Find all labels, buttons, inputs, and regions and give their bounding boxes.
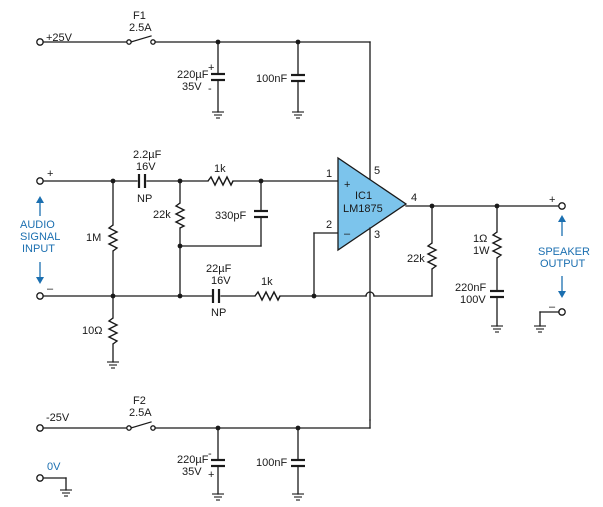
input-minus-sign: – [47, 283, 54, 295]
capacitor-220uf-bottom [211, 427, 225, 501]
speaker-plus-sign: + [549, 194, 555, 206]
zobel-c-voltage: 100V [460, 294, 486, 306]
fb-res-value: 1k [261, 276, 273, 288]
input-minus-terminal [36, 292, 44, 300]
rground-value: 10Ω [82, 325, 102, 337]
fuse-f2-name: F2 [133, 395, 146, 407]
speaker-output-label-1: SPEAKER [538, 246, 590, 258]
fuse-f2 [126, 421, 156, 431]
speaker-output-arrows [558, 215, 566, 298]
audio-input-arrows [36, 196, 44, 284]
zobel-r-value: 1Ω [473, 233, 487, 245]
zobel-r-power: 1W [473, 245, 490, 257]
input-plus-sign: + [47, 168, 53, 180]
capacitor-220uf-top [211, 41, 225, 119]
fb-cap-voltage: 16V [211, 275, 231, 287]
output-section [429, 202, 566, 333]
cap-top-value: 220µF [177, 69, 209, 81]
cap-bottom-value: 220µF [177, 454, 209, 466]
feedback-network [211, 205, 438, 303]
positive-supply-terminal [36, 38, 44, 46]
cap-top-plus: + [208, 62, 214, 74]
cap-bottom-voltage: 35V [182, 466, 202, 478]
audio-input-label-1: AUDIO [20, 219, 55, 231]
negative-supply-terminal [36, 424, 44, 432]
fb-cap-type: NP [211, 307, 226, 319]
speaker-output-label-2: OUTPUT [540, 258, 586, 270]
speaker-minus-terminal [558, 308, 566, 316]
ic1-lm1875 [337, 156, 433, 421]
speaker-plus-terminal [558, 202, 566, 210]
ic-pin5: 5 [374, 165, 380, 177]
capacitor-100nf-top [291, 41, 305, 119]
ic-part: LM1875 [343, 203, 383, 215]
input-section: + – [36, 168, 339, 369]
ic-pin3: 3 [374, 229, 380, 241]
positive-supply-rail: +25V F1 2.5A [36, 10, 371, 181]
ic-pin2: 2 [326, 219, 332, 231]
fuse-f1 [126, 35, 156, 45]
negative-supply-label: -25V [46, 412, 70, 424]
cfilter-value: 330pF [215, 210, 246, 222]
ic-plus-sign: + [344, 179, 350, 191]
zobel-c-value: 220nF [455, 282, 486, 294]
fuse-f1-value: 2.5A [129, 22, 152, 34]
fuse-f2-value: 2.5A [129, 407, 152, 419]
cap-top-voltage: 35V [182, 81, 202, 93]
cap-top-minus: - [208, 83, 212, 95]
rin-value: 1k [214, 163, 226, 175]
negative-supply-rail: -25V [36, 412, 371, 432]
cin-type: NP [137, 193, 152, 205]
positive-supply-label: +25V [46, 32, 73, 44]
ic-minus-sign: – [344, 228, 351, 240]
cap-top-ceramic-value: 100nF [256, 73, 287, 85]
cap-bottom-minus: - [208, 448, 212, 460]
audio-input-label-2: SIGNAL [20, 231, 60, 243]
cap-bottom-plus: + [208, 469, 214, 481]
ic-pin4: 4 [411, 192, 417, 204]
cap-bottom-ceramic-value: 100nF [256, 457, 287, 469]
capacitor-100nf-bottom [291, 427, 305, 501]
fb-cap-value: 22µF [206, 263, 232, 275]
zero-volt-label: 0V [47, 461, 61, 473]
ic-name: IC1 [355, 190, 372, 202]
input-plus-terminal [36, 177, 44, 185]
zero-volt-section [36, 474, 72, 497]
rbias-value: 22k [153, 209, 171, 221]
ic-pin1: 1 [326, 168, 332, 180]
fuse-f1-name: F1 [133, 10, 146, 22]
rload-value: 1M [86, 232, 101, 244]
cin-voltage: 16V [136, 161, 156, 173]
cin-value: 2.2µF [133, 149, 162, 161]
fb-res-out-value: 22k [407, 253, 425, 265]
audio-input-label-3: INPUT [22, 243, 55, 255]
zero-volt-terminal [36, 474, 44, 482]
speaker-minus-sign: – [549, 301, 556, 313]
